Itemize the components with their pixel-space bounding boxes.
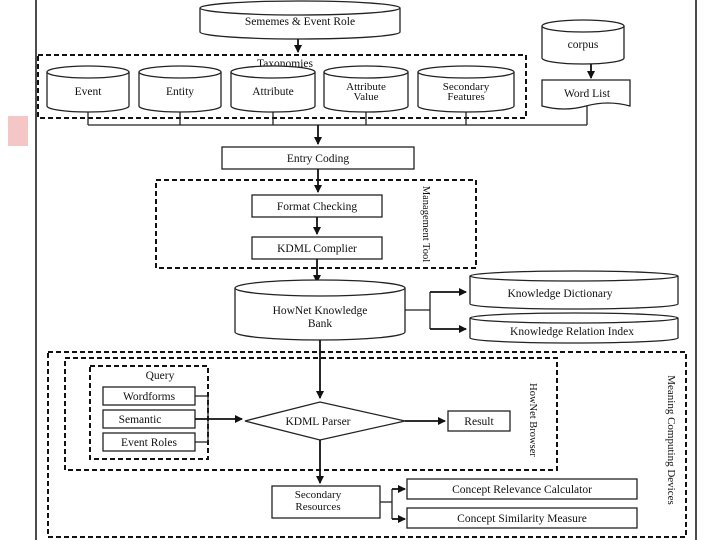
corpus-label: corpus: [568, 39, 599, 51]
taxonomy-entity: Entity: [138, 65, 222, 113]
hownet-browser-group: [64, 357, 558, 471]
kdml-parser-label: KDML Parser: [285, 416, 350, 428]
meaning-computing-group: [47, 351, 687, 538]
word-list-label: Word List: [564, 88, 611, 100]
concept-relevance-box: [406, 478, 638, 500]
word-list-document: Word List: [541, 79, 631, 110]
entry-coding-label: Entry Coding: [287, 153, 350, 165]
query-item-label: Wordforms: [123, 391, 176, 403]
sememes-label: Sememes & Event Role: [245, 16, 355, 28]
taxonomy-label: Entity: [166, 86, 194, 98]
format-checking-label: Format Checking: [277, 201, 357, 213]
taxonomy-label: Attribute: [252, 86, 294, 98]
knowledge-relation-index-label: Knowledge Relation Index: [510, 326, 634, 338]
knowledge-dictionary-label: Knowledge Dictionary: [507, 288, 612, 300]
secondary-resources-box: [271, 485, 381, 519]
taxonomies-group: [37, 54, 527, 119]
concept-similarity-label: Concept Similarity Measure: [457, 513, 587, 525]
query-item-label: Semantic: [119, 414, 162, 426]
meaning-computing-label: Meaning Computing Devices: [665, 375, 677, 505]
query-title: Query: [146, 370, 175, 382]
result-box: [447, 410, 511, 432]
concept-relevance-label: Concept Relevance Calculator: [452, 484, 592, 496]
knowledge-dictionary-cylinder: Knowledge Dictionary: [469, 270, 679, 310]
sememes-cylinder: Sememes & Event Role: [199, 0, 401, 40]
taxonomy-event: Event: [46, 65, 130, 113]
concept-similarity-box: [406, 507, 638, 529]
accent-bar: [8, 116, 28, 146]
taxonomy-attribute: Attribute: [230, 65, 316, 113]
hownet-browser-label: HowNet Browser: [527, 383, 538, 457]
result-label: Result: [464, 416, 494, 428]
management-tool-group: [155, 179, 477, 269]
knowledge-relation-index-cylinder: Knowledge Relation Index: [469, 312, 679, 344]
query-item-label: Event Roles: [121, 437, 177, 449]
corpus-cylinder: corpus: [541, 19, 625, 65]
kdml-compiler-label: KDML Complier: [277, 243, 357, 255]
taxonomy-label: Event: [75, 86, 103, 98]
management-tool-label: Management Tool: [420, 186, 431, 262]
